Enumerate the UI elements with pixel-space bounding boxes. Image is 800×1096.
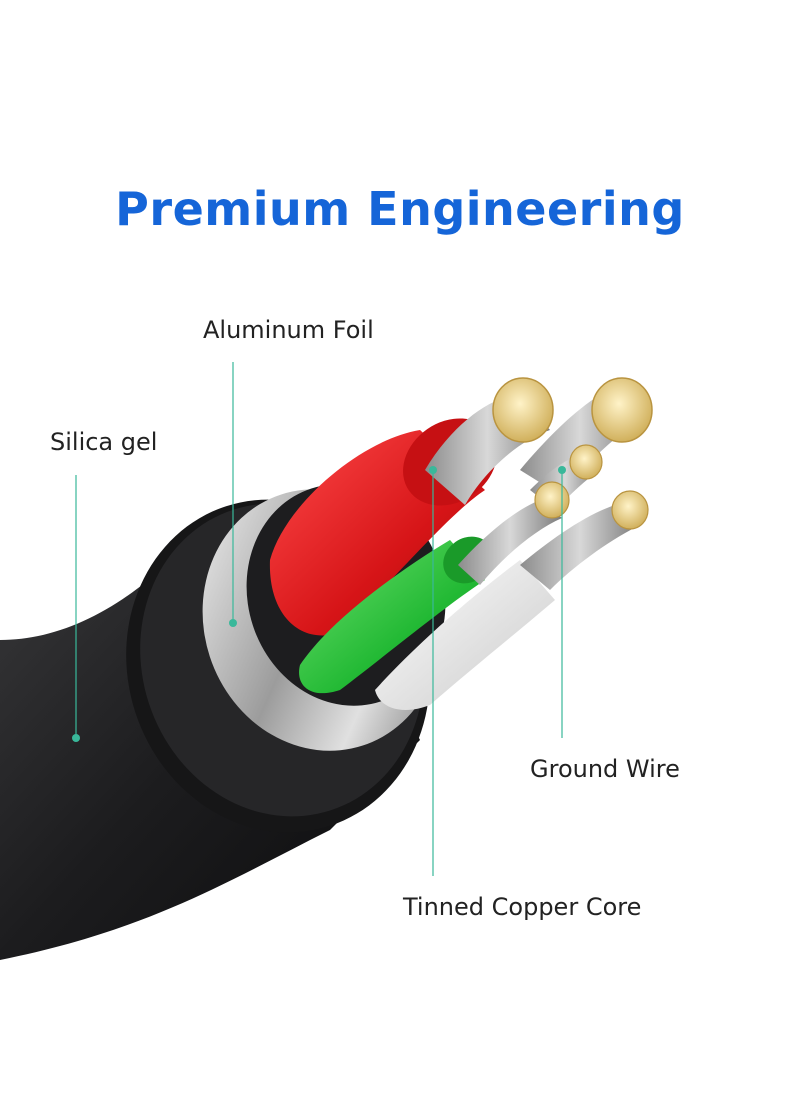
label-silica-gel: Silica gel (50, 428, 158, 456)
callout-dot (72, 734, 80, 742)
ground-wire-copper-tip (569, 444, 603, 480)
top-right-copper-tip (591, 377, 653, 443)
page-title: Premium Engineering (115, 182, 685, 236)
callout-dot (429, 466, 437, 474)
green-wire (299, 540, 485, 694)
label-ground-wire: Ground Wire (530, 755, 680, 783)
white-wire-copper-tip (611, 490, 649, 530)
callout-dot (229, 619, 237, 627)
label-tinned-copper-core: Tinned Copper Core (403, 893, 642, 921)
callout-dot (558, 466, 566, 474)
red-wire-copper-tip (492, 377, 554, 443)
white-wire (375, 560, 555, 710)
green-wire-copper-tip (534, 481, 570, 519)
label-aluminum-foil: Aluminum Foil (203, 316, 374, 344)
